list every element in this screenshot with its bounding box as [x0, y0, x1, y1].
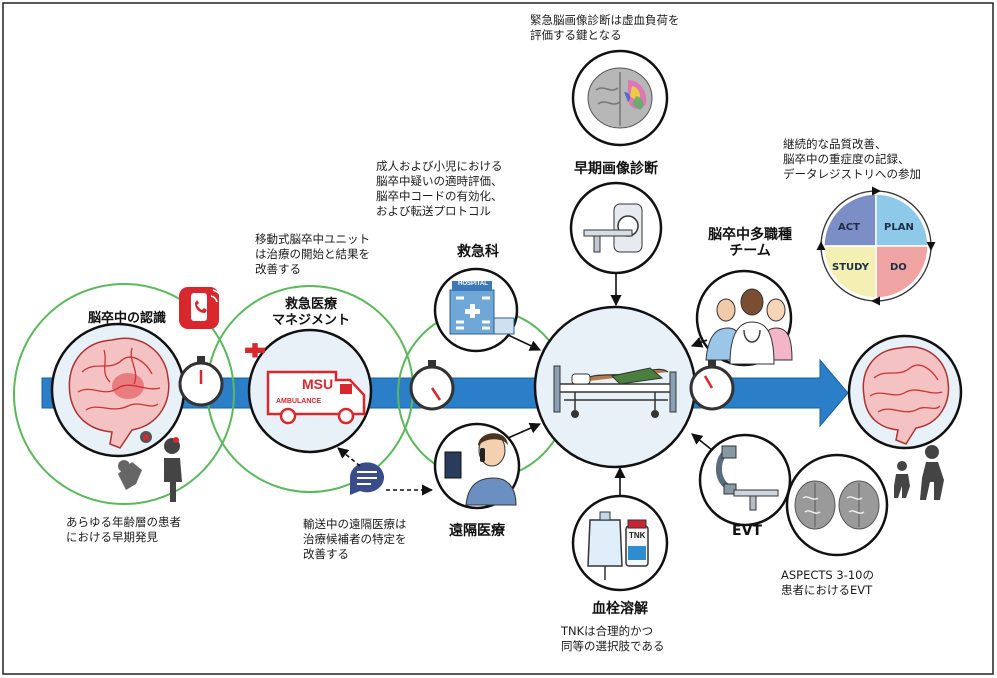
- outcome-brain-icon: [847, 334, 963, 450]
- vial-label: TNK: [629, 531, 646, 540]
- ed-title: 救急科: [457, 244, 499, 260]
- pdca-study-quadrant: [823, 245, 877, 299]
- stopwatch-icon-3: [689, 360, 735, 411]
- hospital-sign-label: HOSPITAL: [458, 281, 488, 287]
- pdca-study-label: STUDY: [832, 262, 869, 273]
- vial-icon: [625, 519, 649, 567]
- hospital-to-unit-arrow: [507, 334, 542, 351]
- quality-caption: 継続的な品質改善、 脳卒中の重症度の記録、 データレジストリへの参加: [783, 137, 921, 181]
- hospital-building-icon: [449, 281, 515, 335]
- recovered-patients-icon: [894, 445, 944, 500]
- phone-alert-icon: [179, 287, 223, 329]
- pdca-do-label: DO: [890, 262, 907, 273]
- pdca-plan-quadrant: [875, 193, 929, 247]
- brain-icon: [50, 322, 186, 458]
- pdca-act-quadrant: [823, 193, 877, 247]
- angiography-icon: [716, 445, 779, 511]
- team-title: 脳卒中多職種 チーム: [708, 227, 792, 259]
- ambulance-label: MSU: [302, 376, 334, 392]
- recognition-title: 脳卒中の認識: [87, 311, 166, 326]
- thrombolysis-title: 血栓溶解: [592, 601, 648, 617]
- telemedicine-title: 遠隔医療: [449, 523, 505, 539]
- pdca-plan-label: PLAN: [884, 222, 914, 233]
- thrombolysis-caption: TNKは合理的かつ 同等の選択肢である: [561, 624, 665, 653]
- evt-title: EVT: [732, 523, 762, 539]
- imaging-caption: 緊急脳画像診断は虚血負荷を 評価する鍵となる: [530, 13, 680, 42]
- evt-to-unit-arrow: [691, 433, 713, 451]
- ems-title: 救急医療 マネジメント: [271, 297, 350, 328]
- stopwatch-icon-1: [178, 356, 224, 407]
- pdca-act-label: ACT: [838, 222, 860, 233]
- team-to-unit-arrow: [690, 337, 708, 348]
- chat-to-ems-arrow: [337, 447, 361, 467]
- aspects-circle: [785, 453, 889, 557]
- stopwatch-icon-2: [409, 360, 455, 411]
- brain-mri-icon: [587, 67, 653, 129]
- evt-caption: ASPECTS 3-10の 患者におけるEVT: [781, 568, 874, 597]
- ems-caption: 移動式脳卒中ユニット は治療の開始と結果を 改善する: [255, 232, 370, 276]
- ct-scanner-icon: [583, 203, 643, 253]
- collapsed-patients-icon: [118, 431, 182, 502]
- recognition-caption: あらゆる年齢層の患者 における早期発見: [66, 515, 181, 544]
- recognition-ring: [13, 283, 235, 505]
- iv-bag-icon: [587, 511, 623, 580]
- evt-circle: [698, 433, 792, 527]
- hospital-bed-icon: [553, 365, 677, 418]
- aspects-scan-icon: [794, 480, 880, 530]
- chat-bubble-icon: [350, 462, 384, 495]
- pdca-do-quadrant: [875, 245, 929, 299]
- ed-caption: 成人および小児における 脳卒中疑いの適時評価、 脳卒中コードの有効化、 および転…: [376, 159, 503, 218]
- telemedicine-caption: 輸送中の遠隔医療は 治療候補者の特定を 改善する: [303, 517, 407, 561]
- ambulance-sublabel: AMBULANCE: [276, 398, 322, 405]
- medical-team-icon: [705, 288, 793, 365]
- doctor-on-phone-icon: [444, 433, 517, 506]
- imaging-title: 早期画像診断: [574, 161, 658, 177]
- telemedicine-to-unit-arrow: [507, 422, 542, 439]
- pdca-cycle: [816, 186, 936, 306]
- ambulance-icon: [245, 343, 366, 425]
